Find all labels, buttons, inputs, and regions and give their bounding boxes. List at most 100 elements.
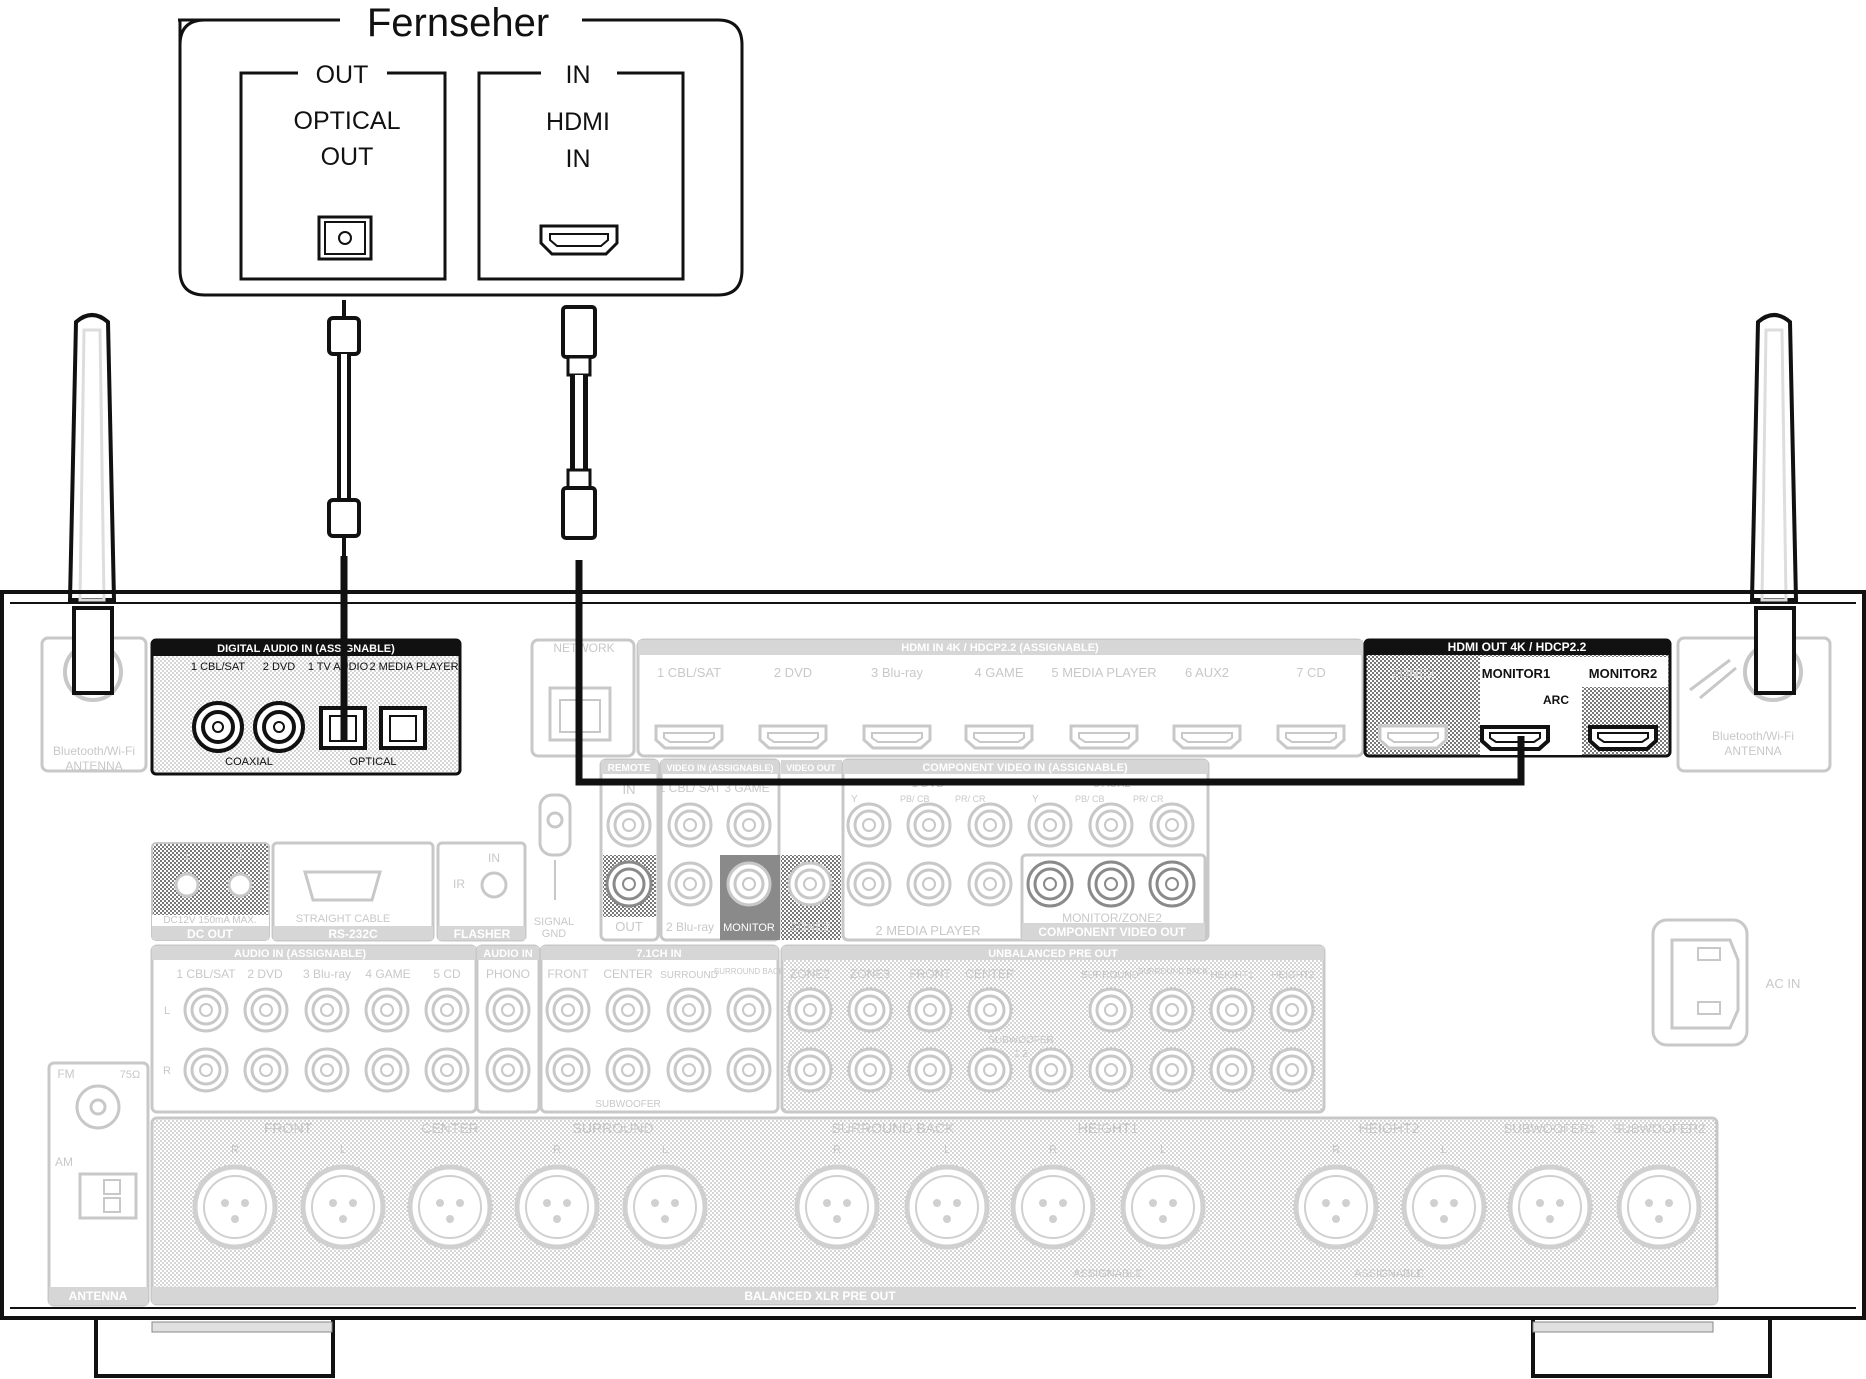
hdmi-in-port-7[interactable]: [1276, 724, 1346, 750]
svg-text:2 DVD: 2 DVD: [263, 661, 295, 673]
pre-out-zone2-l[interactable]: [787, 987, 833, 1033]
svg-text:R: R: [1049, 1144, 1057, 1156]
component-in-3-y[interactable]: [1027, 802, 1073, 848]
xlr-height1-l[interactable]: [1123, 1167, 1203, 1247]
ch71-front-l[interactable]: [545, 987, 591, 1033]
component-in-2-pb[interactable]: [906, 861, 952, 907]
fm-antenna-jack[interactable]: [75, 1084, 121, 1130]
hdmi-in-port-5[interactable]: [1069, 724, 1139, 750]
hdmi-in-port-1[interactable]: [654, 724, 724, 750]
audio-in-4-r[interactable]: [364, 1047, 410, 1093]
hdmi-out-monitor1-port[interactable]: [1480, 725, 1550, 751]
antenna-left-icon: [67, 313, 117, 602]
ch71-surround-back-r[interactable]: [726, 1047, 772, 1093]
xlr-front-l[interactable]: [303, 1167, 383, 1247]
hdmi-in-port-2[interactable]: [758, 724, 828, 750]
xlr-surround-back-l[interactable]: [907, 1167, 987, 1247]
xlr-surround-l[interactable]: [625, 1167, 705, 1247]
component-out-y[interactable]: [1026, 860, 1074, 908]
pre-out-front-l[interactable]: [907, 987, 953, 1033]
audio-in-5-l[interactable]: [424, 987, 470, 1033]
pre-out-surround-r[interactable]: [1088, 1047, 1134, 1093]
pre-out-height2-r[interactable]: [1269, 1047, 1315, 1093]
component-in-3-pb[interactable]: [1088, 802, 1134, 848]
pre-out-subwoofer-1[interactable]: [967, 1047, 1013, 1093]
audio-in-1-l[interactable]: [183, 987, 229, 1033]
ch71-front-r[interactable]: [545, 1047, 591, 1093]
audio-in-3-r[interactable]: [304, 1047, 350, 1093]
audio-in-5-r[interactable]: [424, 1047, 470, 1093]
xlr-height2-l[interactable]: [1404, 1167, 1484, 1247]
xlr-surround-back-r[interactable]: [797, 1167, 877, 1247]
phono-l[interactable]: [485, 987, 531, 1033]
coaxial-jack-2[interactable]: [253, 701, 305, 753]
remote-out-jack[interactable]: [605, 860, 653, 908]
dc-out-jack-1[interactable]: [174, 872, 200, 898]
pre-out-surround-back-l[interactable]: [1149, 987, 1195, 1033]
xlr-front-r[interactable]: [195, 1167, 275, 1247]
video-in-jack-1[interactable]: [667, 802, 713, 848]
component-out-pb[interactable]: [1087, 860, 1135, 908]
rs232c-port[interactable]: [303, 870, 382, 902]
component-in-3-pr[interactable]: [1149, 802, 1195, 848]
pre-out-height1-r[interactable]: [1209, 1047, 1255, 1093]
xlr-height1-r[interactable]: [1013, 1167, 1093, 1247]
video-in-jack-2[interactable]: [667, 861, 713, 907]
component-in-1-pb[interactable]: [906, 802, 952, 848]
audio-in-2-l[interactable]: [243, 987, 289, 1033]
component-in-1-y[interactable]: [846, 802, 892, 848]
coaxial-jack-1[interactable]: [192, 701, 244, 753]
pre-out-subwoofer-2[interactable]: [1028, 1047, 1074, 1093]
hdmi-in-port-6[interactable]: [1172, 724, 1242, 750]
xlr-subwoofer2[interactable]: [1619, 1167, 1699, 1247]
hdmi-in-port-4[interactable]: [964, 724, 1034, 750]
pre-out-height1-l[interactable]: [1209, 987, 1255, 1033]
video-out-zone2-jack[interactable]: [787, 861, 833, 907]
component-in-2-pr[interactable]: [967, 861, 1013, 907]
pre-out-zone2-r[interactable]: [787, 1047, 833, 1093]
ch71-center[interactable]: [605, 987, 651, 1033]
svg-text:Y: Y: [1032, 794, 1039, 805]
pre-out-front-r[interactable]: [907, 1047, 953, 1093]
component-out-pr[interactable]: [1148, 860, 1196, 908]
receiver-body: Bluetooth/Wi-Fi ANTENNA Bluetooth/Wi-Fi …: [0, 313, 1866, 1378]
xlr-subwoofer1[interactable]: [1510, 1167, 1590, 1247]
ch71-surround-back-l[interactable]: [726, 987, 772, 1033]
xlr-center[interactable]: [410, 1167, 490, 1247]
video-in-jack-3[interactable]: [726, 802, 772, 848]
video-out-monitor-jack[interactable]: [726, 861, 772, 907]
audio-in-4-l[interactable]: [364, 987, 410, 1033]
component-in-2-y[interactable]: [846, 861, 892, 907]
flasher-jack[interactable]: [480, 871, 508, 899]
component-in-1-pr[interactable]: [967, 802, 1013, 848]
audio-in-2-r[interactable]: [243, 1047, 289, 1093]
pre-out-surround-back-r[interactable]: [1149, 1047, 1195, 1093]
ch71-surround-r[interactable]: [666, 1047, 712, 1093]
ch71-surround-l[interactable]: [666, 987, 712, 1033]
svg-text:PR/ CR: PR/ CR: [955, 794, 986, 804]
xlr-surround-r[interactable]: [517, 1167, 597, 1247]
audio-in-1-r[interactable]: [183, 1047, 229, 1093]
pre-out-surround-l[interactable]: [1088, 987, 1134, 1033]
phono-r[interactable]: [485, 1047, 531, 1093]
pre-out-zone3-r[interactable]: [847, 1047, 893, 1093]
optical-jack-2[interactable]: [379, 706, 427, 750]
svg-text:STRAIGHT CABLE: STRAIGHT CABLE: [296, 913, 391, 925]
network-panel: NETWORK: [530, 638, 636, 758]
dc-out-jack-2[interactable]: [227, 872, 253, 898]
am-antenna-terminal[interactable]: [78, 1172, 138, 1220]
audio-in-3-l[interactable]: [304, 987, 350, 1033]
hdmi-out-monitor2-port[interactable]: [1588, 725, 1658, 751]
xlr-height2-r[interactable]: [1296, 1167, 1376, 1247]
pre-out-center[interactable]: [967, 987, 1013, 1033]
digital-audio-header: DIGITAL AUDIO IN (ASSIGNABLE): [217, 643, 395, 655]
svg-text:6 AUX2: 6 AUX2: [1185, 665, 1229, 680]
balanced-xlr-pre-out-panel: FRONT CENTER SURROUND SURROUND BACK HEIG…: [150, 1116, 1719, 1306]
remote-in-jack[interactable]: [606, 802, 652, 848]
svg-text:VIDEO IN (ASSIGNABLE): VIDEO IN (ASSIGNABLE): [666, 763, 773, 773]
hdmi-out-zone2-port[interactable]: [1378, 724, 1448, 750]
pre-out-height2-l[interactable]: [1269, 987, 1315, 1033]
pre-out-zone3-l[interactable]: [847, 987, 893, 1033]
hdmi-in-port-3[interactable]: [862, 724, 932, 750]
ch71-subwoofer[interactable]: [605, 1047, 651, 1093]
